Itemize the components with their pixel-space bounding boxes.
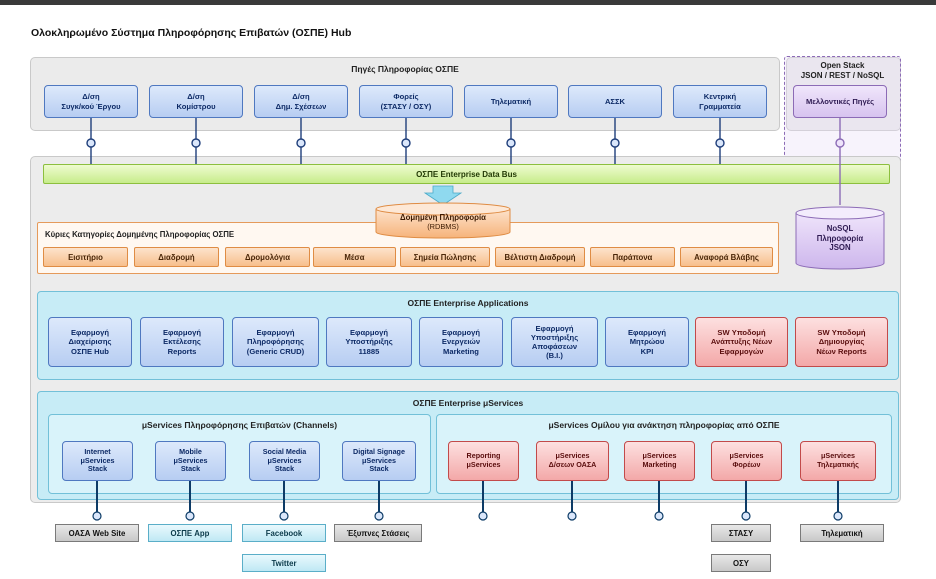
sw-new-apps-infrastructure[interactable]: SW Υποδομή Ανάπτυξης Νέων Εφαρμογών: [695, 317, 788, 367]
source-box-fare-dept[interactable]: Δ/ση Κομίστρου: [149, 85, 243, 118]
page-title: Ολοκληρωμένο Σύστημα Πληροφόρησης Επιβατ…: [31, 27, 352, 39]
channel-connector-nodes: [92, 511, 843, 521]
category-fault-report[interactable]: Αναφορά Βλάβης: [680, 247, 773, 267]
external-oasa-web-site[interactable]: ΟΑΣΑ Web Site: [55, 524, 139, 542]
app-generic-crud[interactable]: Εφαρμογή Πληροφόρησης (Generic CRUD): [232, 317, 319, 367]
category-points-of-sale[interactable]: Σημεία Πώλησης: [400, 247, 490, 267]
channel-digital-signage-stack[interactable]: Digital Signage μServices Stack: [342, 441, 416, 481]
source-box-central-secretariat[interactable]: Κεντρική Γραμματεία: [673, 85, 767, 118]
rdbms-title: Δομημένη Πληροφορία: [400, 213, 486, 222]
enterprise-data-bus[interactable]: ΟΣΠΕ Enterprise Data Bus: [43, 164, 890, 184]
app-bi-decision-support[interactable]: Εφαρμογή Υποστήριξης Αποφάσεων (B.I.): [511, 317, 598, 367]
categories-title: Κύριες Κατηγορίες Δομημένης Πληροφορίας …: [45, 230, 235, 239]
rdbms-subtitle: (RDBMS): [427, 222, 459, 231]
category-optimal-route[interactable]: Βέλτιστη Διαδρομή: [495, 247, 585, 267]
channels-title: μServices Πληροφόρησης Επιβατών (Channel…: [141, 420, 338, 430]
external-facebook[interactable]: Facebook: [242, 524, 326, 542]
applications-title: ΟΣΠΕ Enterprise Applications: [407, 298, 529, 308]
category-route[interactable]: Διαδρομή: [134, 247, 219, 267]
group-operators-services[interactable]: μServices Φορέων: [711, 441, 782, 481]
app-hub-management[interactable]: Εφαρμογή Διαχείρισης ΟΣΠΕ Hub: [48, 317, 132, 367]
rdbms-label: Δομημένη Πληροφορία (RDBMS): [376, 213, 510, 231]
future-sources-box[interactable]: Μελλοντικές Πηγές: [793, 85, 887, 118]
group-telematics-services[interactable]: μServices Τηλεματικής: [800, 441, 876, 481]
external-smart-stops[interactable]: Έξυπνες Στάσεις: [334, 524, 422, 542]
category-schedules[interactable]: Δρομολόγια: [225, 247, 310, 267]
future-connector: [835, 118, 845, 205]
external-stasy[interactable]: ΣΤΑΣΥ: [711, 524, 771, 542]
source-box-assk[interactable]: ΑΣΣΚ: [568, 85, 662, 118]
app-marketing[interactable]: Εφαρμογή Ενεργειών Marketing: [419, 317, 503, 367]
category-complaints[interactable]: Παράπονα: [590, 247, 675, 267]
channel-mobile-stack[interactable]: Mobile μServices Stack: [155, 441, 226, 481]
source-connectors: [86, 118, 725, 164]
channel-connectors: [96, 481, 839, 514]
bus-to-db-arrow: [423, 185, 463, 206]
app-11885-support[interactable]: Εφαρμογή Υποστήριξης 11885: [326, 317, 412, 367]
external-twitter[interactable]: Twitter: [242, 554, 326, 572]
microservices-title: ΟΣΠΕ Enterprise μServices: [412, 398, 524, 408]
channel-social-media-stack[interactable]: Social Media μServices Stack: [249, 441, 320, 481]
group-oasa-depts-services[interactable]: μServices Δ/σεων ΟΑΣΑ: [536, 441, 609, 481]
sw-new-reports-infrastructure[interactable]: SW Υποδομή Δημιουργίας Νέων Reports: [795, 317, 888, 367]
group-reporting-services[interactable]: Reporting μServices: [448, 441, 519, 481]
source-box-pr-dept[interactable]: Δ/ση Δημ. Σχέσεων: [254, 85, 348, 118]
external-ospe-app[interactable]: ΟΣΠΕ App: [148, 524, 232, 542]
channel-internet-stack[interactable]: Internet μServices Stack: [62, 441, 133, 481]
external-osy[interactable]: ΟΣΥ: [711, 554, 771, 572]
nosql-label: NoSQL Πληροφορία JSON: [816, 224, 864, 253]
app-reports-execution[interactable]: Εφαρμογή Εκτέλεσης Reports: [140, 317, 224, 367]
category-ticket[interactable]: Εισιτήριο: [43, 247, 128, 267]
rdbms-cylinder: [375, 202, 511, 239]
source-box-telematics[interactable]: Τηλεματική: [464, 85, 558, 118]
source-box-operators[interactable]: Φορείς (ΣΤΑΣΥ / ΟΣΥ): [359, 85, 453, 118]
sources-title: Πηγές Πληροφορίας ΟΣΠΕ: [351, 64, 459, 74]
top-bar: [0, 0, 936, 5]
app-kpi-registry[interactable]: Εφαρμογή Μητρώου KPI: [605, 317, 689, 367]
group-marketing-services[interactable]: μServices Marketing: [624, 441, 695, 481]
group-services-title: μServices Ομίλου για ανάκτηση πληροφορία…: [548, 420, 780, 430]
source-box-project-dept[interactable]: Δ/ση Συγκ/κού Έργου: [44, 85, 138, 118]
open-stack-title: Open Stack JSON / REST / NoSQL: [800, 61, 885, 80]
nosql-cylinder: [795, 206, 885, 270]
category-vehicles[interactable]: Μέσα: [313, 247, 396, 267]
external-telematics[interactable]: Τηλεματική: [800, 524, 884, 542]
